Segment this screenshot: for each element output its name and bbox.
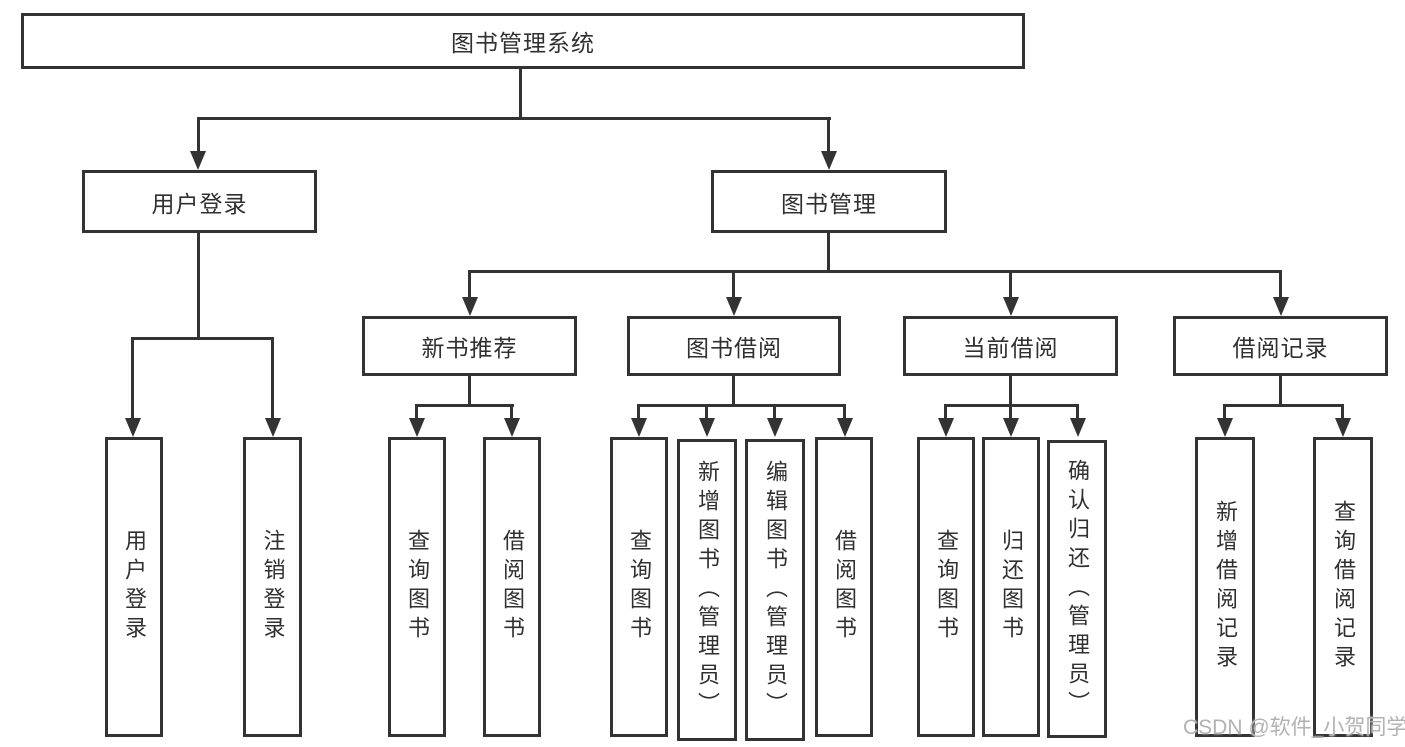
node-borrow-records: 借阅记录: [1173, 316, 1388, 376]
node-label: 图书管理系统: [451, 30, 595, 56]
node-label: 编辑图书（管理员）: [763, 459, 788, 721]
connector-new-book-bus: [415, 404, 514, 407]
arrowhead-down: [1003, 418, 1019, 437]
arrowhead-down: [699, 418, 715, 437]
node-label: 新增图书（管理员）: [695, 459, 720, 721]
arrowhead-down: [837, 418, 853, 437]
node-leaf-return-books: 归还图书: [982, 437, 1040, 737]
arrowhead-down: [1217, 418, 1233, 437]
node-label: 新书推荐: [421, 335, 518, 361]
node-label: 借阅图书: [500, 529, 525, 645]
node-leaf-query-books-borrow: 查询图书: [610, 437, 668, 737]
node-current-borrow: 当前借阅: [903, 316, 1118, 376]
connector-stem-book-borrow: [732, 273, 735, 299]
node-label: 图书借阅: [686, 335, 782, 361]
arrowhead-down-new-book: [462, 297, 478, 316]
node-leaf-borrow-books-recommend: 借阅图书: [483, 437, 541, 737]
arrowhead-down-book-management: [821, 151, 837, 170]
connector-stem-login: [131, 340, 134, 422]
node-label: 当前借阅: [962, 335, 1059, 361]
arrowhead-down-login: [125, 418, 141, 437]
arrowhead-down-user-login: [190, 151, 206, 170]
connector-stem-user-login: [197, 120, 200, 154]
node-label: 用户登录: [151, 190, 248, 217]
node-label: 新增借阅记录: [1213, 500, 1238, 674]
node-new-book-recommend: 新书推荐: [362, 316, 577, 376]
connector-stem: [637, 407, 640, 421]
connector-book-management-drop: [827, 233, 830, 273]
node-book-management: 图书管理: [711, 170, 947, 233]
node-user-login: 用户登录: [82, 170, 317, 233]
connector-root-drop: [519, 69, 522, 119]
node-label: 借阅记录: [1232, 335, 1329, 361]
node-library-management-system: 图书管理系统: [21, 13, 1025, 69]
connector-stem-current-borrow: [1009, 273, 1012, 299]
node-book-borrow: 图书借阅: [627, 316, 841, 376]
connector-book-borrow-bus: [637, 404, 846, 407]
node-label: 图书管理: [781, 190, 877, 217]
connector-new-book-drop: [468, 376, 471, 407]
arrowhead-down: [504, 418, 520, 437]
node-leaf-query-borrow-record: 查询借阅记录: [1313, 437, 1373, 737]
node-leaf-user-login: 用户登录: [105, 437, 163, 737]
arrowhead-down-current-borrow: [1003, 297, 1019, 316]
node-label: 归还图书: [999, 529, 1024, 645]
connector-stem: [1009, 407, 1012, 421]
connector-borrow-records-bus: [1223, 404, 1344, 407]
connector-borrow-records-drop: [1279, 376, 1282, 407]
node-label: 注销登录: [260, 529, 286, 645]
node-leaf-add-books-admin: 新增图书（管理员）: [677, 439, 737, 741]
arrowhead-down: [938, 418, 954, 437]
node-leaf-confirm-return-admin: 确认归还（管理员）: [1047, 440, 1107, 738]
connector-stem-new-book: [468, 273, 471, 299]
connector-book-borrow-drop: [732, 376, 735, 407]
arrowhead-down: [1070, 418, 1086, 437]
arrowhead-down-book-borrow: [726, 297, 742, 316]
node-leaf-edit-books-admin: 编辑图书（管理员）: [745, 439, 805, 741]
node-leaf-query-books-current: 查询图书: [917, 437, 975, 737]
connector-user-login-drop: [197, 233, 200, 340]
connector-stem: [773, 407, 776, 421]
connector-user-login-bus: [131, 337, 274, 340]
arrowhead-down: [631, 418, 647, 437]
connector-stem: [1341, 407, 1344, 421]
node-label: 借阅图书: [832, 529, 857, 645]
connector-level2-bus: [197, 117, 831, 120]
connector-stem: [705, 407, 708, 421]
node-label: 查询图书: [627, 529, 652, 645]
connector-stem: [1076, 407, 1079, 421]
connector-current-borrow-drop: [1009, 376, 1012, 407]
node-leaf-add-borrow-record: 新增借阅记录: [1195, 437, 1255, 737]
node-leaf-query-books-recommend: 查询图书: [388, 437, 446, 737]
node-leaf-borrow-books: 借阅图书: [815, 437, 873, 737]
node-label: 用户登录: [122, 529, 147, 645]
node-label: 查询图书: [934, 529, 959, 645]
node-label: 查询借阅记录: [1331, 500, 1356, 674]
connector-level3-bus: [468, 270, 1282, 273]
connector-stem: [510, 407, 513, 421]
node-label: 确认归还（管理员）: [1065, 458, 1090, 720]
csdn-watermark: CSDN @软件_小贺同学: [1183, 716, 1405, 739]
connector-stem-logout: [271, 340, 274, 422]
connector-stem: [415, 407, 418, 421]
connector-stem-borrow-records: [1279, 273, 1282, 299]
node-leaf-logout: 注销登录: [243, 437, 302, 737]
arrowhead-down-borrow-records: [1273, 297, 1289, 316]
connector-current-borrow-bus: [944, 404, 1079, 407]
connector-stem: [843, 407, 846, 421]
arrowhead-down: [767, 418, 783, 437]
connector-stem: [1223, 407, 1226, 421]
arrowhead-down: [409, 418, 425, 437]
arrowhead-down: [1335, 418, 1351, 437]
connector-stem: [944, 407, 947, 421]
arrowhead-down-logout: [265, 418, 281, 437]
connector-stem-book-management: [827, 120, 830, 154]
node-label: 查询图书: [405, 529, 430, 645]
